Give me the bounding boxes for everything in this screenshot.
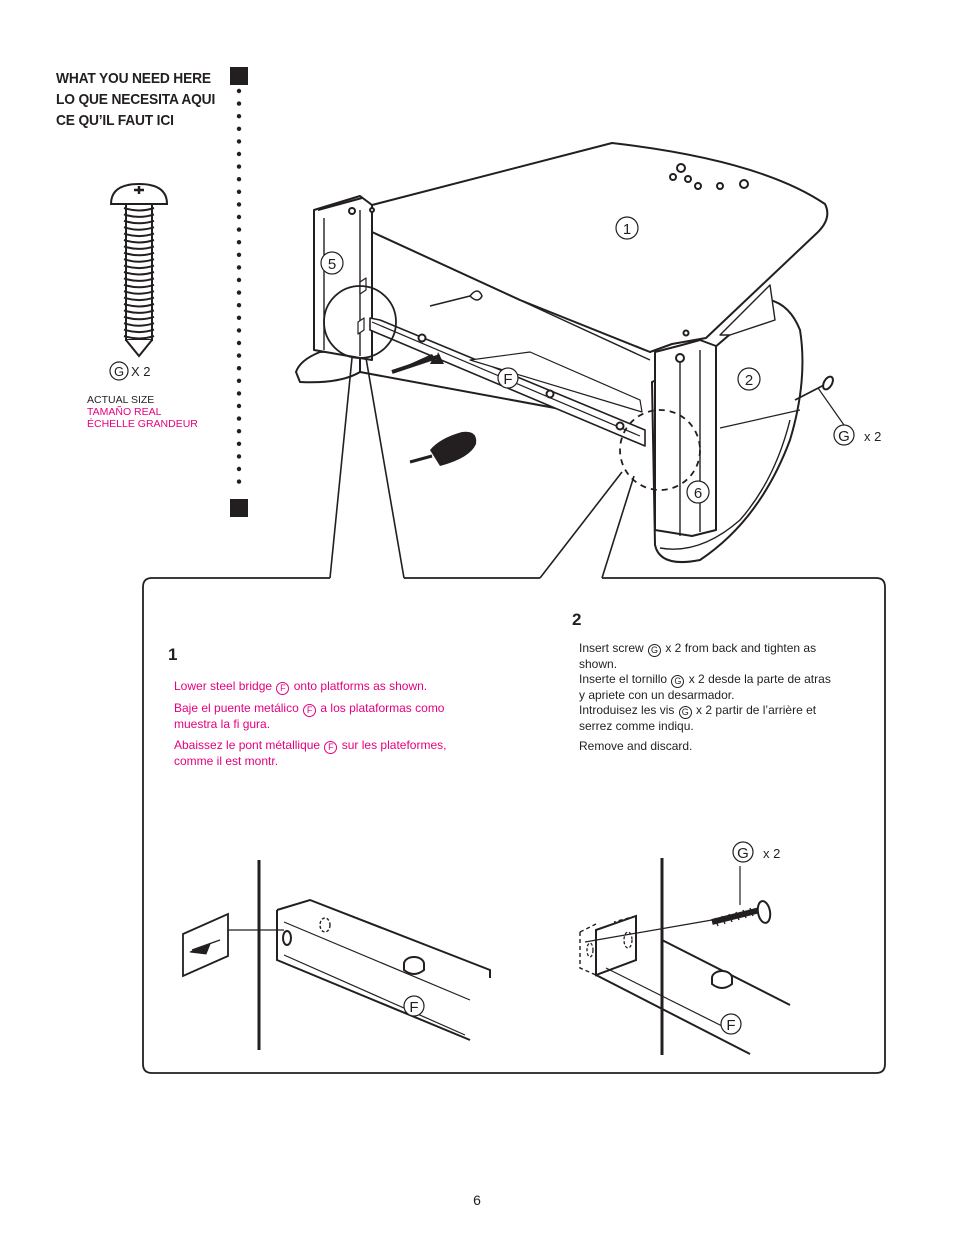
step-1-number: 1 <box>168 645 178 664</box>
step-2-remove: Remove and discard. <box>579 739 693 754</box>
bridge-label-f: F <box>503 371 512 388</box>
part-label-1: 1 <box>623 221 631 238</box>
heading-line-fr: CE QU’IL FAUT ICI <box>56 112 174 129</box>
detail-box <box>142 577 886 1074</box>
actual-size-fr: ÉCHELLE GRANDEUR <box>87 418 198 430</box>
step-1-instructions: Lower steel bridge F onto platforms as s… <box>174 679 474 775</box>
detail-2-screw-qty: x 2 <box>763 846 780 861</box>
actual-size-es: TAMAÑO REAL <box>87 406 162 418</box>
part-label-5: 5 <box>328 256 336 273</box>
step-1-fr: Abaissez le pont métallique F sur les pl… <box>174 738 447 768</box>
detail-2-label-g: G <box>737 845 749 862</box>
heading-line-es: LO QUE NECESITA AQUI <box>56 91 216 108</box>
actual-size-en: ACTUAL SIZE <box>87 394 155 406</box>
step-2-fr: Introduisez les vis G x 2 partir de l’ar… <box>579 702 817 733</box>
heading-line-en: WHAT YOU NEED HERE <box>56 70 211 87</box>
part-label-6: 6 <box>694 485 702 502</box>
screwdriver-icon <box>409 431 477 466</box>
detail-2-label-f: F <box>726 1017 735 1034</box>
screw-label-g: G <box>838 428 850 445</box>
direction-arrow-icon <box>391 352 444 374</box>
step-2-instructions: Insert screw G x 2 from back and tighten… <box>579 641 839 754</box>
detail-1-label-f: F <box>409 999 418 1016</box>
step-2-en: Insert screw G x 2 from back and tighten… <box>579 641 817 671</box>
tv-stand-drawing <box>295 142 834 564</box>
part-labels: 1 5 2 6 F G x 2 G X 2 F F G x 2 <box>109 216 881 1035</box>
step-1-en: Lower steel bridge F onto platforms as s… <box>174 679 428 695</box>
screw-actual-size-icon <box>109 182 169 358</box>
page-number: 6 <box>473 1192 481 1208</box>
step-2-number: 2 <box>572 610 582 629</box>
step-1-es: Baje el puente metálico F a los platafor… <box>174 701 445 731</box>
hardware-label-g: G <box>114 364 124 379</box>
detail-circle-1 <box>323 285 397 359</box>
detail-2-drawing <box>579 858 791 1055</box>
part-label-2: 2 <box>745 372 753 389</box>
hardware-qty: X 2 <box>131 364 151 379</box>
step-2-es: Inserte el tornillo G x 2 desde la parte… <box>579 671 831 702</box>
detail-1-drawing <box>182 860 491 1050</box>
detail-circle-2 <box>619 409 701 491</box>
hardware-divider <box>230 67 248 517</box>
what-you-need-heading: WHAT YOU NEED HERE LO QUE NECESITA AQUI … <box>56 68 215 131</box>
screw-qty: x 2 <box>864 429 881 444</box>
actual-size-note: ACTUAL SIZE TAMAÑO REAL ÉCHELLE GRANDEUR <box>87 394 198 430</box>
